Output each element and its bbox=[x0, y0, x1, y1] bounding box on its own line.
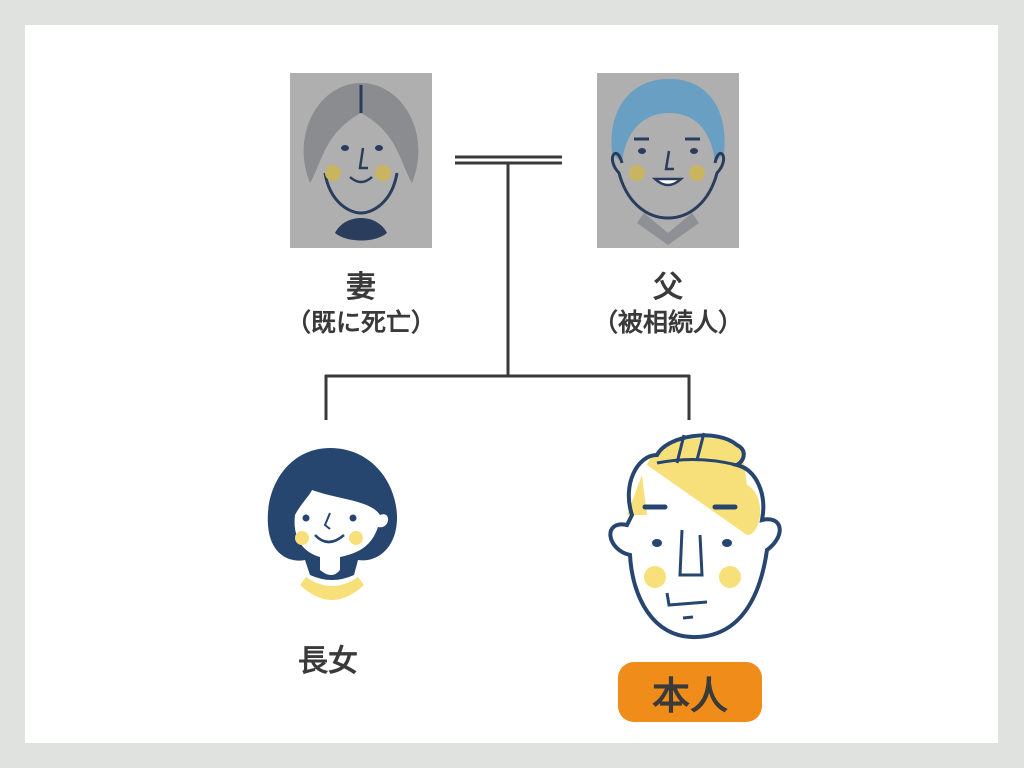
daughter-name: 長女 bbox=[298, 644, 358, 679]
diagram-panel bbox=[25, 25, 998, 743]
self-portrait bbox=[608, 432, 782, 640]
father-name: 父 bbox=[653, 270, 683, 305]
father-note: （被相続人） bbox=[592, 308, 743, 337]
wife-note: （既に死亡） bbox=[285, 308, 436, 337]
wife-portrait bbox=[290, 73, 432, 248]
self-badge: 本人 bbox=[618, 662, 762, 722]
father-portrait bbox=[597, 73, 739, 248]
wife-name: 妻 bbox=[346, 270, 376, 305]
daughter-portrait bbox=[267, 448, 398, 600]
